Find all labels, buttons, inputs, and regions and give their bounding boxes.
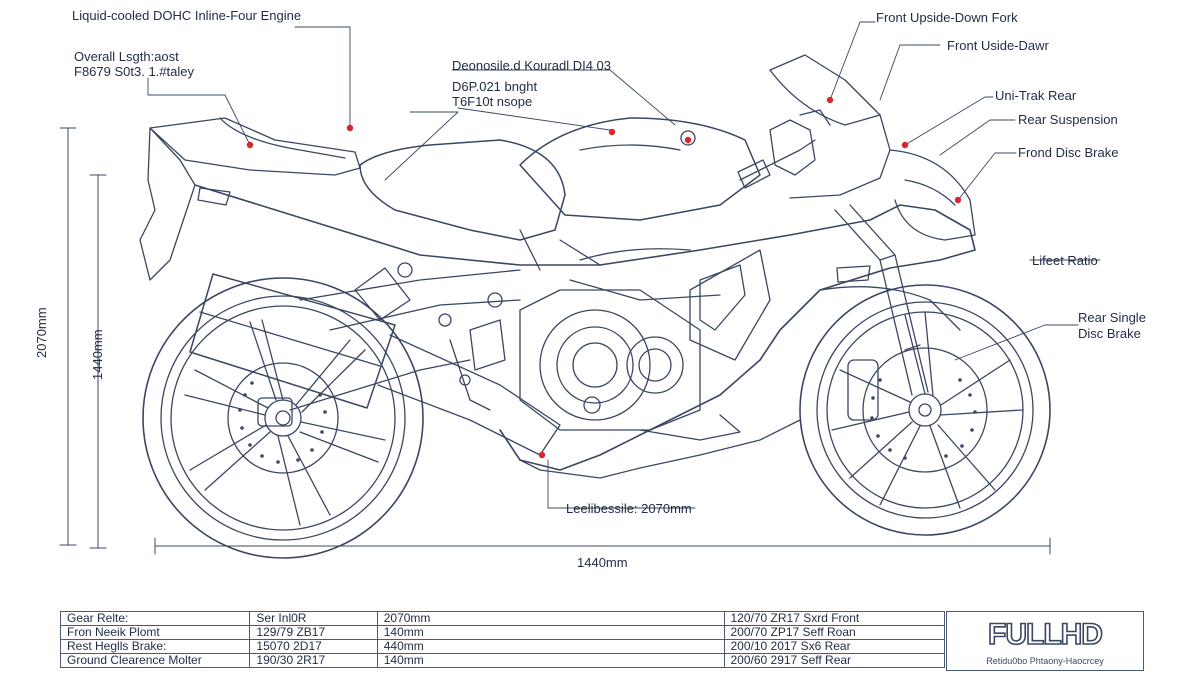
exhaust <box>189 273 561 456</box>
callout-rear-disc-2: Disc Brake <box>1078 326 1141 341</box>
rear-wheel <box>142 277 424 559</box>
logo-text: FULLHD <box>987 617 1104 652</box>
front-disc-holes <box>870 378 977 460</box>
table-row: Rest Heglls Brake: 15070 2D17 440mm 200/… <box>59 639 945 654</box>
tail-seat <box>139 117 566 281</box>
marker-dots <box>246 96 962 459</box>
table-cell: Ground Clearence Molter <box>59 653 251 668</box>
dimension-lines <box>59 127 1051 555</box>
table-cell: 2070mm <box>376 611 725 626</box>
logo-subtext: Retidu0bo Phtaony-Haocrcey <box>986 656 1104 666</box>
callout-tank-1: Deonosile.d Kouradl DI4 03 <box>452 58 611 73</box>
callout-overall-length-1: Overall Lsgth:aost <box>74 49 179 64</box>
table-cell: 200/70 ZP17 Seff Roan <box>723 625 945 640</box>
table-cell: 140mm <box>376 653 725 668</box>
callout-rear-disc-1: Rear Single <box>1078 310 1146 325</box>
table-cell: 200/10 2017 Sx6 Rear <box>723 639 945 654</box>
engine <box>469 289 701 431</box>
callout-front-fork-1: Front Upside-Down Fork <box>876 10 1018 25</box>
spec-table-panel: Gear Relte: Ser Inl0R 2070mm 120/70 ZR17… <box>59 611 1144 671</box>
callout-overall-length-2: F8679 S0t3. 1.#taley <box>74 64 194 79</box>
table-cell: Ser Inl0R <box>249 611 378 626</box>
table-cell: 190/30 2R17 <box>249 653 378 668</box>
callout-tank-2: D6P.021 bnght <box>452 79 538 94</box>
spec-table: Gear Relte: Ser Inl0R 2070mm 120/70 ZR17… <box>59 611 945 668</box>
callout-wheelbase: Leelibessile: 2070mm <box>566 501 692 516</box>
table-row: Fron Neeik Plomt 129/79 ZB17 140mm 200/7… <box>59 625 945 640</box>
handlebars <box>737 109 831 189</box>
dimension-height-outer: 2070mm <box>34 307 49 358</box>
table-cell: 120/70 ZR17 Sxrd Front <box>723 611 945 626</box>
leader-lines <box>147 21 1101 509</box>
callout-front-fork-2: Front Uside-Dawr <box>947 38 1049 53</box>
table-row: Ground Clearence Molter 190/30 2R17 140m… <box>59 653 945 668</box>
table-cell: Rest Heglls Brake: <box>59 639 251 654</box>
dimension-height-inner: 1440mm <box>90 329 105 380</box>
fuel-tank <box>519 117 761 221</box>
table-cell: 200/60 2917 Seff Rear <box>723 653 945 668</box>
rear-disc-holes <box>238 381 327 464</box>
front-wheel <box>799 284 1051 536</box>
table-cell: 129/79 ZB17 <box>249 625 378 640</box>
swingarm-frame <box>289 229 601 411</box>
table-cell: 15070 2D17 <box>249 639 378 654</box>
fairing <box>194 54 976 479</box>
table-cell: 140mm <box>376 625 725 640</box>
table-cell: Gear Relte: <box>59 611 251 626</box>
callout-engine: Liquid-cooled DOHC Inline-Four Engine <box>72 8 302 23</box>
callout-tank-3: T6F10t nsope <box>452 94 533 109</box>
table-row: Gear Relte: Ser Inl0R 2070mm 120/70 ZR17… <box>59 611 945 626</box>
table-cell: Fron Neeik Plomt <box>59 625 251 640</box>
table-cell: 440mm <box>376 639 725 654</box>
callout-ratio: Lifeet Ratio <box>1032 253 1098 268</box>
callout-unitrak: Uni-Trak Rear <box>995 88 1077 103</box>
dimension-bottom-length: 1440mm <box>577 555 628 570</box>
callout-front-disc: Frond Disc Brake <box>1018 145 1119 160</box>
fullhd-logo: FULLHD Retidu0bo Phtaony-Haocrcey <box>946 611 1144 671</box>
callout-rear-suspension: Rear Suspension <box>1018 112 1118 127</box>
